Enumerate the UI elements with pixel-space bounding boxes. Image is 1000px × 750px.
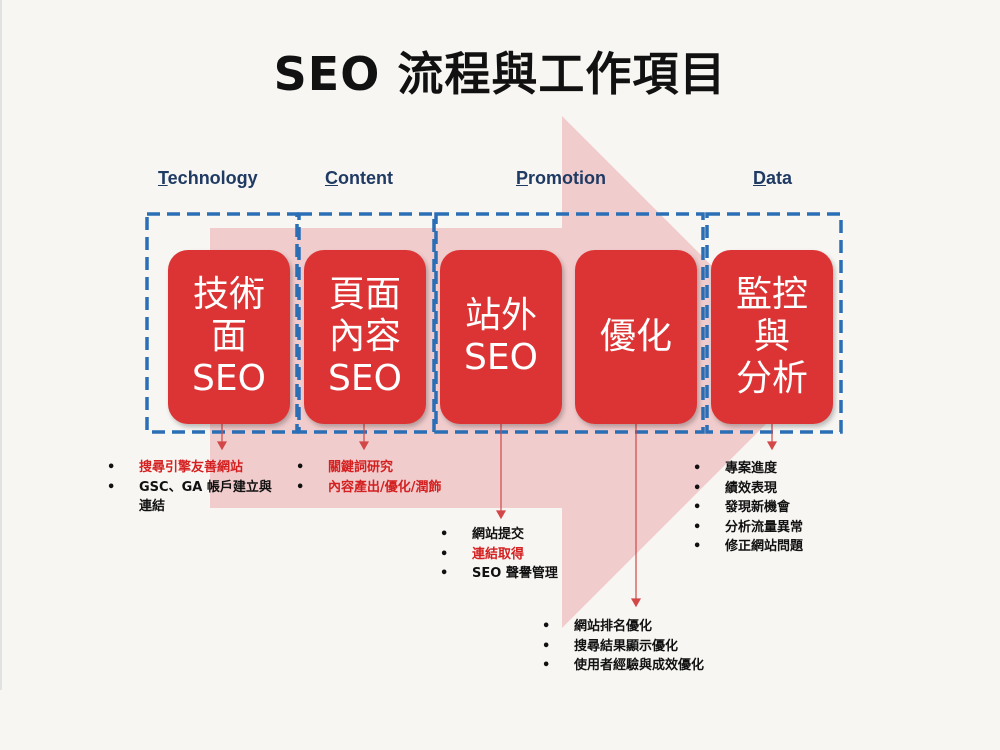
step-box-content-seo: 頁面 內容 SEO xyxy=(304,250,426,424)
category-promotion-initial: P xyxy=(516,168,529,188)
dashed-frame-promotion xyxy=(434,212,705,434)
step-box-optimization-text: 優化 xyxy=(600,316,672,358)
category-data-rest: ata xyxy=(766,168,793,188)
list-item: 搜尋引擎友善網站 xyxy=(107,458,297,478)
connector-data-head xyxy=(766,441,778,451)
step-box-optimization: 優化 xyxy=(575,250,697,424)
category-content-initial: C xyxy=(325,168,338,188)
list-item: SEO 聲譽管理 xyxy=(440,564,640,584)
dashed-frame-data xyxy=(705,212,843,434)
step-box-technical-seo-text: 技術 面 SEO xyxy=(192,274,266,400)
list-item: 搜尋結果顯示優化 xyxy=(542,637,782,657)
list-item: 分析流量異常 xyxy=(693,518,873,538)
box-line: 站外 xyxy=(464,295,537,336)
box-line: 內容 xyxy=(328,316,401,357)
box-line: SEO xyxy=(464,337,538,378)
box-line: SEO xyxy=(192,358,266,399)
step-box-offsite-seo-text: 站外 SEO xyxy=(464,295,538,379)
list-data: 專案進度 績效表現 發現新機會 分析流量異常 修正網站問題 xyxy=(693,459,873,557)
page-title: SEO 流程與工作項目 xyxy=(273,47,727,101)
list-item: 連結取得 xyxy=(440,545,640,565)
box-line: 分析 xyxy=(735,358,808,399)
list-technology: 搜尋引擎友善網站 GSC、GA 帳戶建立與連結 xyxy=(107,458,297,517)
box-line: 面 xyxy=(210,316,247,357)
step-box-offsite-seo: 站外 SEO xyxy=(440,250,562,424)
connector-promotion-head xyxy=(495,510,507,520)
category-technology-rest: echnology xyxy=(167,168,258,188)
category-content-rest: ontent xyxy=(338,168,393,188)
category-promotion: Promotion xyxy=(516,168,606,189)
list-item: 網站提交 xyxy=(440,525,640,545)
step-box-technical-seo: 技術 面 SEO xyxy=(168,250,290,424)
connector-content-head xyxy=(358,441,370,451)
dashed-frame-content xyxy=(297,212,436,434)
category-promotion-rest: romotion xyxy=(528,168,607,188)
list-item: 使用者經驗與成效優化 xyxy=(542,656,782,676)
list-item: 內容產出/優化/潤飾 xyxy=(296,478,496,498)
box-line: 優化 xyxy=(599,316,672,357)
box-line: SEO xyxy=(328,358,402,399)
slide-edge xyxy=(0,0,2,690)
list-item: 發現新機會 xyxy=(693,498,873,518)
category-content: Content xyxy=(325,168,393,189)
box-line: 頁面 xyxy=(328,274,401,315)
list-optimization: 網站排名優化 搜尋結果顯示優化 使用者經驗與成效優化 xyxy=(542,617,782,676)
step-box-monitoring-text: 監控 與 分析 xyxy=(736,274,808,400)
list-item: 專案進度 xyxy=(693,459,873,479)
category-data-initial: D xyxy=(753,168,766,188)
box-line: 監控 xyxy=(735,274,808,315)
category-technology: Technology xyxy=(158,168,258,189)
connector-optimization-head xyxy=(630,598,642,608)
box-line: 技術 xyxy=(192,274,265,315)
step-box-monitoring: 監控 與 分析 xyxy=(711,250,833,424)
list-promotion: 網站提交 連結取得 SEO 聲譽管理 xyxy=(440,525,640,584)
list-item: 績效表現 xyxy=(693,479,873,499)
box-line: 與 xyxy=(753,316,790,357)
category-technology-initial: T xyxy=(158,168,168,188)
list-item: 網站排名優化 xyxy=(542,617,782,637)
step-box-content-seo-text: 頁面 內容 SEO xyxy=(328,274,402,400)
list-item: 修正網站問題 xyxy=(693,537,873,557)
category-data: Data xyxy=(753,168,792,189)
list-item: 關鍵詞研究 xyxy=(296,458,496,478)
list-content: 關鍵詞研究 內容產出/優化/潤飾 xyxy=(296,458,496,497)
list-item: GSC、GA 帳戶建立與連結 xyxy=(107,478,279,517)
connector-technology-head xyxy=(216,441,228,451)
